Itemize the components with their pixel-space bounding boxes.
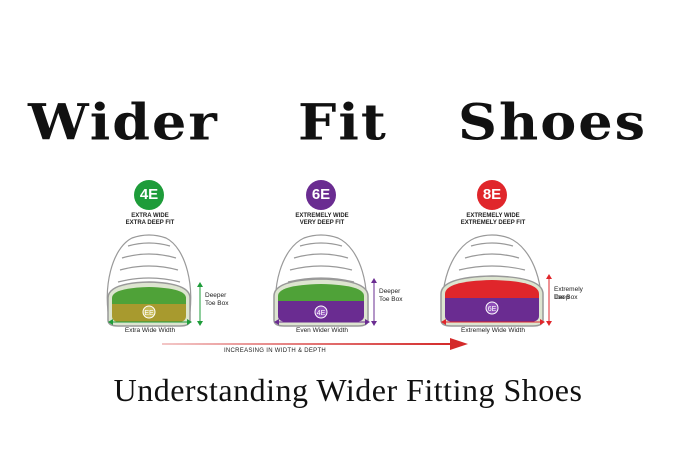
arrow-label: INCREASING IN WIDTH & DEPTH (223, 348, 327, 354)
fit-desc-line2: VERY DEEP FIT (299, 220, 345, 226)
fit-desc-line1: EXTREMELY WIDE (466, 213, 520, 219)
fit-desc-line2: EXTREMELY DEEP FIT (460, 220, 526, 226)
shoe-diagram: 4E (273, 234, 377, 327)
title-word-wider: Wider (28, 92, 219, 152)
width-label: Extra Wide Width (124, 327, 176, 334)
side-label-line2: Toe Box (554, 294, 578, 301)
fit-badge: 4E (134, 180, 164, 210)
progression-arrow: INCREASING IN WIDTH & DEPTH (160, 336, 470, 366)
shoe-diagram: 6E (440, 234, 552, 327)
width-arrow (441, 319, 545, 325)
inner-fit-label: EE (144, 310, 154, 317)
title-word-fit: Fit (298, 92, 388, 152)
page-subtitle: Understanding Wider Fitting Shoes (113, 372, 583, 408)
side-label-line2: Toe Box (379, 296, 403, 303)
side-label-line1: Deeper (379, 288, 401, 295)
gradient-arrow-line (162, 338, 468, 350)
fit-desc-line2: EXTRA DEEP FIT (125, 220, 175, 226)
width-label: Extremely Wide Width (461, 327, 525, 334)
main-title: Wider Fit Shoes (0, 92, 696, 152)
side-label-line1: Deeper (205, 292, 227, 299)
title-word-shoes: Shoes (458, 92, 648, 152)
inner-fit-label: 4E (317, 310, 326, 317)
inner-fit-label: 6E (488, 306, 497, 313)
fit-badge: 6E (306, 180, 336, 210)
fit-panel-8e: 8E EXTREMELY WIDE EXTREMELY DEEP FIT 6E … (393, 180, 593, 340)
width-label: Even Wider Width (295, 327, 349, 334)
fit-desc-line1: EXTREMELY WIDE (295, 213, 349, 219)
side-label-line1: Extremely Deep (554, 286, 583, 301)
fit-panel-6e: 6E EXTREMELY WIDE VERY DEEP FIT 4E Deepe… (222, 180, 422, 340)
shoe-diagram: EE (106, 234, 203, 327)
width-arrow (108, 319, 192, 325)
fit-panel-4e: 4E EXTRA WIDE EXTRA DEEP FIT EE Deeper T… (50, 180, 250, 340)
side-label-line2: Toe Box (205, 300, 229, 307)
fit-desc-line1: EXTRA WIDE (131, 213, 169, 219)
width-arrow (274, 319, 370, 325)
fit-badge: 8E (477, 180, 507, 210)
